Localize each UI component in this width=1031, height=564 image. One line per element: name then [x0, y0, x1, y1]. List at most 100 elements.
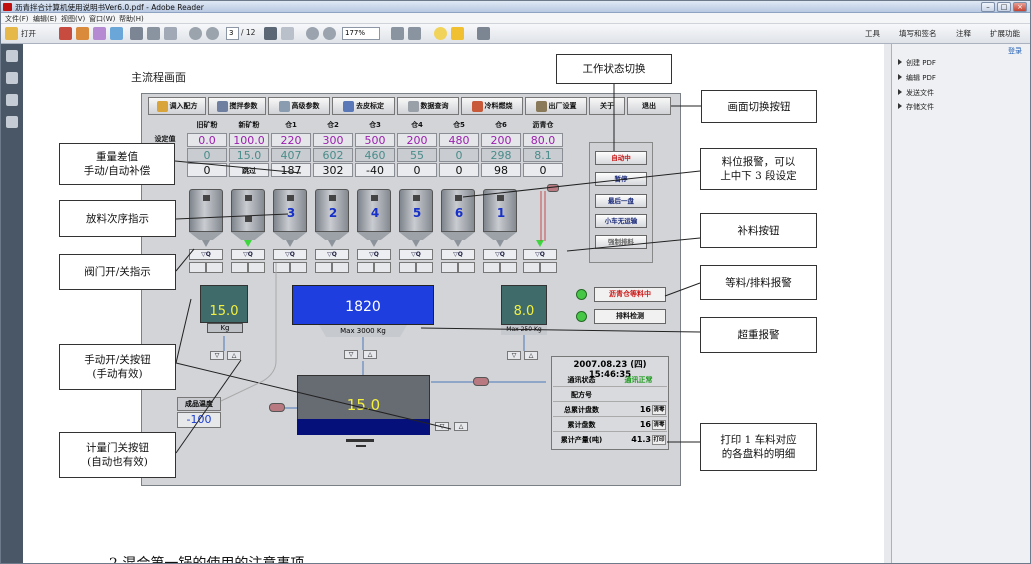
factory-settings-button[interactable]: 出厂设置: [525, 97, 587, 115]
set-value-cell[interactable]: 100.0: [229, 133, 269, 147]
no-truck-button[interactable]: 小车无运输: [595, 214, 647, 228]
print-button[interactable]: 打印: [652, 435, 666, 445]
gate-button[interactable]: ▽Q: [399, 249, 433, 260]
gate-open-button[interactable]: [231, 262, 248, 273]
advanced-params-button[interactable]: 高级参数: [268, 97, 330, 115]
clear-total-button[interactable]: 清零: [652, 405, 666, 415]
panel-item-send[interactable]: 发送文件: [898, 88, 934, 98]
set-value-cell[interactable]: 0.0: [187, 133, 227, 147]
gate-button[interactable]: ▽Q: [357, 249, 391, 260]
pages-icon[interactable]: [6, 50, 18, 62]
gate-close-button[interactable]: [206, 262, 223, 273]
gate-button[interactable]: ▽Q: [315, 249, 349, 260]
fit-width-icon[interactable]: [408, 27, 421, 40]
zoom-in-icon[interactable]: [323, 27, 336, 40]
sign-tab[interactable]: 填写和签名: [899, 29, 937, 38]
select-cursor-icon[interactable]: [264, 27, 277, 40]
set-value-cell[interactable]: 500: [355, 133, 395, 147]
maximize-button[interactable]: □: [997, 2, 1011, 12]
set-value-cell[interactable]: 80.0: [523, 133, 563, 147]
vertical-scrollbar[interactable]: [884, 44, 891, 563]
asphalt-close-button[interactable]: [540, 262, 557, 273]
pause-button[interactable]: 暂停: [595, 172, 647, 186]
load-recipe-button[interactable]: 调入配方: [148, 97, 206, 115]
gate-close-button[interactable]: [416, 262, 433, 273]
gate-open-button[interactable]: [189, 262, 206, 273]
gate-open-button[interactable]: [441, 262, 458, 273]
comment-icon[interactable]: [434, 27, 447, 40]
gate-open-button[interactable]: [273, 262, 290, 273]
last-batch-button[interactable]: 最后一盘: [595, 194, 647, 208]
filler-gate-open-indicator[interactable]: ▽: [210, 351, 224, 360]
menu-file[interactable]: 文件(F): [5, 15, 29, 23]
filler-gate-close-button[interactable]: △: [227, 351, 241, 360]
menu-window[interactable]: 窗口(W): [89, 15, 116, 23]
asphalt-gate-close-button[interactable]: △: [524, 351, 538, 360]
menu-edit[interactable]: 编辑(E): [33, 15, 57, 23]
combine-icon[interactable]: [76, 27, 89, 40]
login-link[interactable]: 登录: [1008, 47, 1022, 55]
gate-button[interactable]: ▽Q: [189, 249, 223, 260]
panel-item-edit[interactable]: 编辑 PDF: [898, 73, 936, 83]
cold-burn-button[interactable]: 冷料燃烧: [461, 97, 523, 115]
gate-button[interactable]: ▽Q: [441, 249, 475, 260]
gate-open-button[interactable]: [399, 262, 416, 273]
gate-close-button[interactable]: [458, 262, 475, 273]
gate-button[interactable]: ▽Q: [483, 249, 517, 260]
panel-item-create[interactable]: 创建 PDF: [898, 58, 936, 68]
gate-button[interactable]: ▽Q: [273, 249, 307, 260]
zoom-out-icon[interactable]: [306, 27, 319, 40]
cloud-icon[interactable]: [110, 27, 123, 40]
create-pdf-icon[interactable]: [59, 27, 72, 40]
discharge-check-button[interactable]: 排料检测: [594, 309, 666, 324]
prev-page-icon[interactable]: [189, 27, 202, 40]
open-folder-icon[interactable]: [5, 27, 18, 40]
edit-icon[interactable]: [93, 27, 106, 40]
auto-mode-button[interactable]: 自动中: [595, 151, 647, 165]
clear-batches-button[interactable]: 清零: [652, 420, 666, 430]
save-icon[interactable]: [130, 27, 143, 40]
gate-close-button[interactable]: [290, 262, 307, 273]
gate-close-button[interactable]: [332, 262, 349, 273]
gate-open-button[interactable]: [315, 262, 332, 273]
mixer-gate-close-button[interactable]: △: [454, 422, 468, 431]
email-icon[interactable]: [164, 27, 177, 40]
bookmark-icon[interactable]: [6, 72, 18, 84]
fit-page-icon[interactable]: [391, 27, 404, 40]
tare-calibrate-button[interactable]: 去皮标定: [332, 97, 395, 115]
next-page-icon[interactable]: [206, 27, 219, 40]
menu-view[interactable]: 视图(V): [61, 15, 86, 23]
hand-tool-icon[interactable]: [281, 27, 294, 40]
exit-button[interactable]: 退出: [627, 97, 671, 115]
zoom-select[interactable]: 177%: [342, 27, 380, 40]
gate-close-button[interactable]: [248, 262, 265, 273]
mixer-gate-open-indicator[interactable]: ▽: [435, 422, 449, 431]
skip-button[interactable]: 跳过: [229, 163, 269, 177]
gate-button[interactable]: ▽Q: [231, 249, 265, 260]
minimize-button[interactable]: –: [981, 2, 995, 12]
layers-icon[interactable]: [6, 116, 18, 128]
set-value-cell[interactable]: 200: [481, 133, 521, 147]
highlight-icon[interactable]: [451, 27, 464, 40]
mix-params-button[interactable]: 搅拌参数: [208, 97, 266, 115]
force-discharge-button[interactable]: 强制排料: [595, 235, 647, 249]
set-value-cell[interactable]: 480: [439, 133, 479, 147]
set-value-cell[interactable]: 200: [397, 133, 437, 147]
expand-icon[interactable]: [477, 27, 490, 40]
gate-close-button[interactable]: [374, 262, 391, 273]
gate-open-button[interactable]: [357, 262, 374, 273]
gate-open-button[interactable]: [483, 262, 500, 273]
data-query-button[interactable]: 数据查询: [397, 97, 459, 115]
asphalt-open-button[interactable]: [523, 262, 540, 273]
page-number-input[interactable]: 3: [226, 27, 239, 40]
asphalt-gate-open-indicator[interactable]: ▽: [507, 351, 521, 360]
panel-item-store[interactable]: 存储文件: [898, 102, 934, 112]
aggregate-gate-close-button[interactable]: △: [363, 350, 377, 359]
set-value-cell[interactable]: 300: [313, 133, 353, 147]
print-icon[interactable]: [147, 27, 160, 40]
attachment-icon[interactable]: [6, 94, 18, 106]
open-button[interactable]: 打开: [21, 29, 36, 38]
tools-tab[interactable]: 工具: [865, 29, 880, 38]
set-value-cell[interactable]: 220: [271, 133, 311, 147]
gate-close-button[interactable]: [500, 262, 517, 273]
